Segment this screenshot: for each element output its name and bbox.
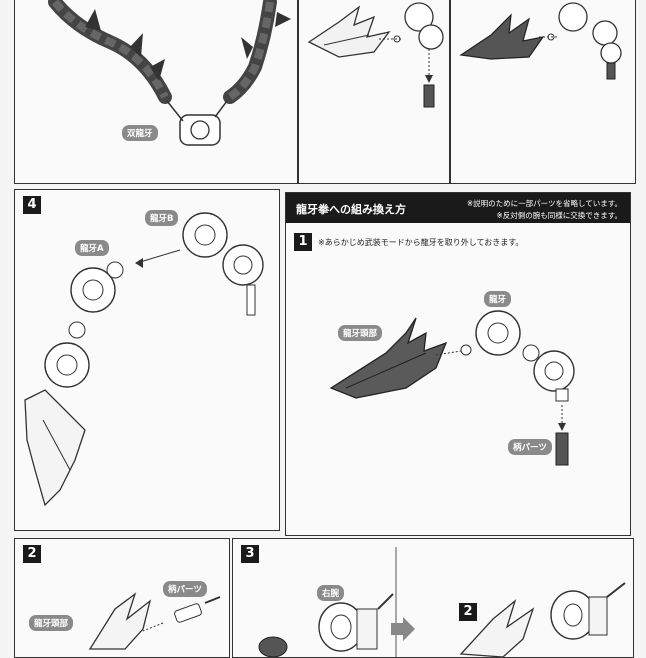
right-arm-attach-illustration bbox=[258, 547, 626, 657]
label-fang: 龍牙 bbox=[484, 291, 512, 307]
conversion-banner: 龍牙拳への組み換え方 ※説明のために一部パーツを省略しています。 ※反対側の腕も… bbox=[286, 193, 630, 223]
handle-attach-illustration bbox=[88, 592, 221, 650]
panel-step-2: 2 柄パーツ 龍牙頭部 bbox=[14, 538, 230, 658]
label-fang-head: 龍牙頭部 bbox=[338, 325, 383, 341]
step-number: 3 bbox=[241, 545, 259, 563]
conversion-note-2: ※反対側の腕も同様に交換できます。 bbox=[496, 211, 622, 220]
step-number: 2 bbox=[23, 545, 41, 563]
panel-top-middle bbox=[298, 0, 450, 184]
conversion-title: 龍牙拳への組み換え方 bbox=[296, 203, 406, 216]
fang-chain-assembly-illustration bbox=[24, 212, 264, 507]
conversion-note-1: ※説明のために一部パーツを省略しています。 bbox=[466, 199, 622, 208]
panel-step-3: 3 右腕 2 bbox=[232, 538, 634, 658]
fang-disassembly-illustration bbox=[329, 310, 575, 466]
label-handle-part: 柄パーツ bbox=[163, 581, 207, 597]
panel-top-left: 双龍牙 bbox=[14, 0, 298, 184]
panel-step-4: 4 龍牙B 龍牙A bbox=[14, 189, 280, 531]
fang-head-illustration-light bbox=[307, 2, 444, 108]
label-handle-part: 柄パーツ bbox=[508, 439, 552, 455]
label-fang-head: 龍牙頭部 bbox=[29, 615, 74, 631]
step-number: 1 bbox=[294, 233, 312, 251]
label-fang-a: 龍牙A bbox=[75, 240, 109, 256]
fang-head-illustration-dark bbox=[459, 2, 622, 80]
label-twin-fang: 双龍牙 bbox=[122, 125, 158, 141]
panel-top-right bbox=[450, 0, 636, 184]
sub-step-number: 2 bbox=[459, 603, 477, 621]
twin-fang-chain-illustration bbox=[48, 0, 291, 146]
panel-conversion: 龍牙拳への組み換え方 ※説明のために一部パーツを省略しています。 ※反対側の腕も… bbox=[285, 192, 631, 536]
step-number: 4 bbox=[23, 196, 41, 214]
label-right-arm: 右腕 bbox=[317, 585, 345, 601]
label-fang-b: 龍牙B bbox=[145, 210, 179, 226]
step-1-instruction: ※あらかじめ武装モードから龍牙を取り外しておきます。 bbox=[318, 238, 524, 247]
